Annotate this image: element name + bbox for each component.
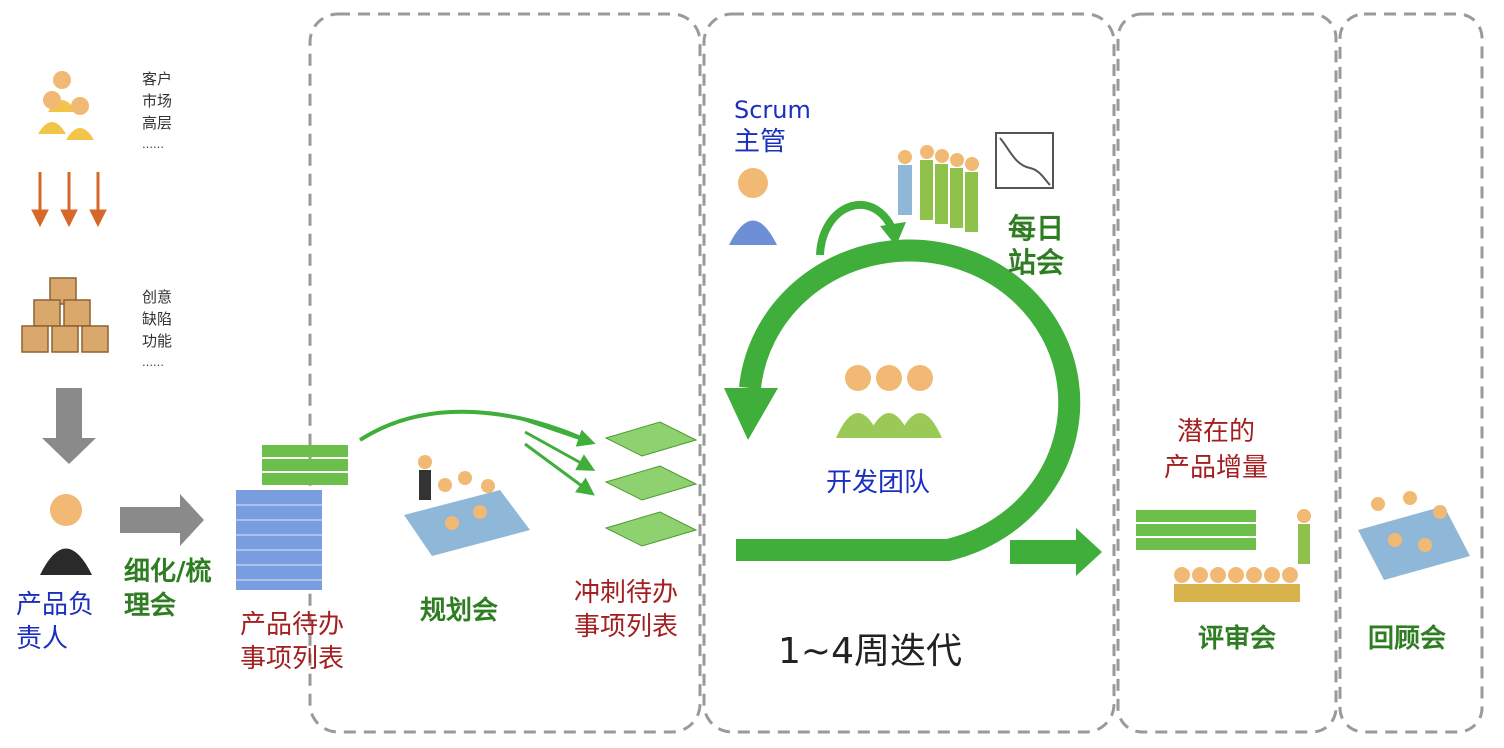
gray-right-arrow (120, 494, 204, 546)
increment-line2: 产品增量 (1164, 453, 1269, 483)
sprint-cycle (736, 239, 1081, 561)
product-backlog-icon (236, 445, 348, 590)
scrum-master-line1: Scrum (734, 96, 811, 124)
items-list: 创意 缺陷 功能 …… (142, 286, 172, 374)
stakeholders-list: 客户 市场 高层 …… (142, 68, 172, 156)
gray-down-arrow (42, 388, 96, 464)
increment-icon (1136, 509, 1311, 564)
item-entry: 缺陷 (142, 310, 173, 328)
product-owner-label: 产品负责人 (16, 590, 95, 654)
review-label: 评审会 (1198, 624, 1277, 654)
product-backlog-label: 产品待办 事项列表 (240, 608, 344, 676)
stakeholder-item: 市场 (142, 92, 173, 110)
sprint-backlog-label: 冲刺待办 事项列表 (574, 576, 678, 644)
review-panel (1116, 12, 1338, 734)
refine-meeting-label: 细化/梳理会 (124, 557, 212, 621)
audience-icon (1174, 567, 1300, 602)
item-entry: 创意 (142, 288, 173, 306)
planning-label: 规划会 (420, 596, 499, 626)
standup-team-icon (898, 145, 979, 232)
daily-standup-label: 每日 站会 (1008, 212, 1064, 280)
scrum-master-label: Scrum 主管 (734, 94, 811, 158)
daily-standup-line2: 站会 (1008, 246, 1065, 279)
item-entry: …… (142, 356, 164, 369)
stakeholder-item: 高层 (142, 114, 173, 132)
burndown-chart-icon (995, 132, 1054, 189)
dev-team-icon (836, 365, 942, 438)
scrum-master-line2: 主管 (734, 127, 787, 157)
boxes-icon (21, 277, 109, 353)
planning-meeting-icon (404, 455, 530, 556)
product-backlog-line2: 事项列表 (240, 644, 345, 674)
stakeholders-icon (38, 71, 94, 140)
retro-label: 回顾会 (1368, 624, 1447, 654)
retro-meeting-icon (1358, 491, 1470, 580)
sprint-panel (702, 12, 1116, 734)
item-entry: 功能 (142, 332, 173, 350)
daily-standup-line1: 每日 (1008, 212, 1065, 245)
sprint-backlog-icon (604, 421, 698, 547)
stakeholder-item: 客户 (142, 70, 173, 88)
stakeholder-item: …… (142, 138, 164, 151)
daily-arrow (816, 200, 897, 256)
sprint-backlog-line2: 事项列表 (574, 612, 679, 642)
delivery-arrow (1010, 528, 1102, 576)
orange-arrows (31, 172, 107, 228)
increment-line1: 潜在的 (1177, 417, 1256, 447)
product-backlog-line1: 产品待办 (240, 610, 345, 640)
retro-panel (1338, 12, 1484, 734)
dev-team-label: 开发团队 (826, 468, 931, 498)
scrum-master-icon (729, 168, 777, 245)
planning-panel (308, 12, 702, 734)
planning-arrow (358, 409, 591, 444)
increment-label: 潜在的 产品增量 (1164, 414, 1268, 486)
product-owner-icon (40, 494, 92, 575)
iteration-label: 1~4周迭代 (778, 631, 962, 672)
sprint-backlog-line1: 冲刺待办 (574, 578, 679, 608)
